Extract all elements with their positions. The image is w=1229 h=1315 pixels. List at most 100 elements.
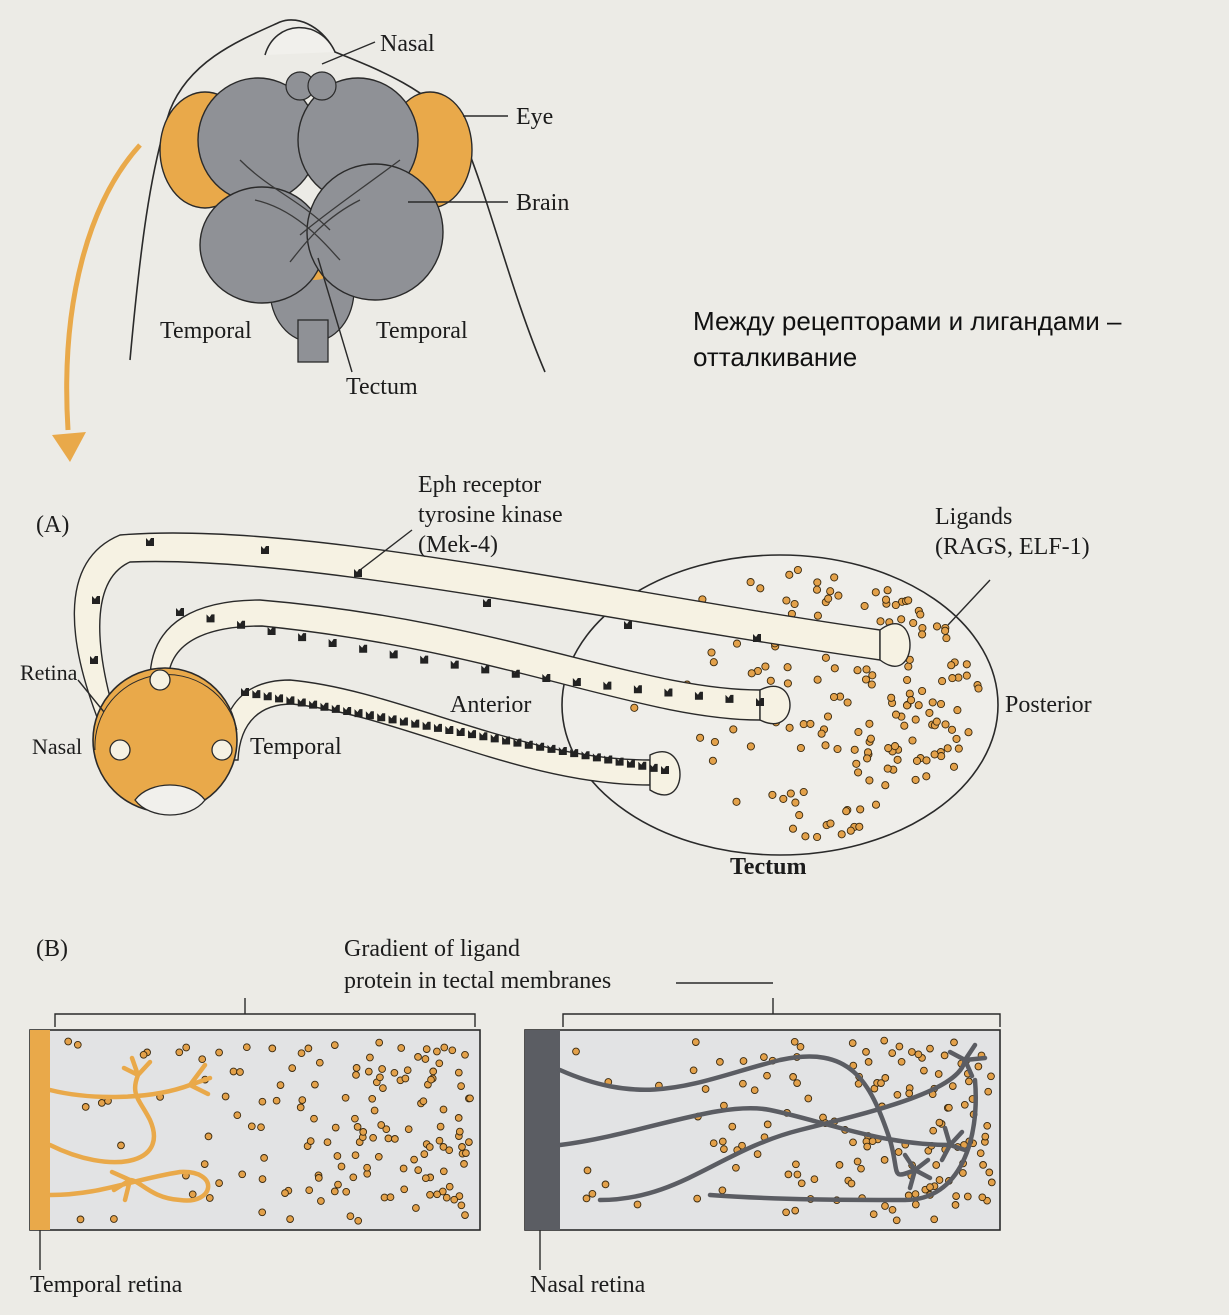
ligand-dot [631,704,638,711]
ligand-dot [905,663,912,670]
ligand-dot [82,1104,89,1111]
label-retina: Retina [20,660,78,685]
ligand-dot [822,654,829,661]
receptor-mark [420,656,428,664]
ligand-dot [783,1209,790,1216]
ligand-dot [843,808,850,815]
ligand-dot [935,1071,942,1078]
ligand-dot [908,697,915,704]
bracket-left [55,998,475,1027]
gradient-label-line-2: protein in tectal membranes [344,968,611,994]
ligand-dot [369,1095,376,1102]
ligand-dot [222,1093,229,1100]
panel-a: (A) Eph receptor tyrosine kinase [20,472,1092,880]
ligand-dot [434,1191,441,1198]
right-optic-lobe [307,164,443,300]
ligand-dot [798,1180,805,1187]
ligand-dot [866,777,873,784]
ligand-dot [353,1072,360,1079]
ligand-dot [740,1080,747,1087]
ligand-dot [865,1059,872,1066]
ligand-dot [863,666,870,673]
ligand-dot [343,1188,350,1195]
ligand-dot [764,1072,771,1079]
ligand-dot [239,1171,246,1178]
label-anterior: Anterior [450,692,531,718]
ligand-dot [889,1206,896,1213]
ligand-dot [864,1143,871,1150]
ligand-dot [692,1039,699,1046]
ligand-dot [825,595,832,602]
ligand-dot [855,728,862,735]
bracket-right [563,998,1000,1027]
ligand-dot [797,744,804,751]
receptor-mark [559,747,567,755]
ligand-dot [335,1181,342,1188]
ligand-dot [404,1067,411,1074]
ligand-dot [258,1124,265,1131]
ligand-dot [863,1049,870,1056]
ligand-dot [793,1161,800,1168]
ligand-dot [307,1138,314,1145]
ligand-dot [794,1080,801,1087]
ligand-dot [789,825,796,832]
ganglion-cell-mid [150,670,170,690]
label-nasal: Nasal [380,31,435,57]
ligand-dot [869,1138,876,1145]
ligand-dot [205,1133,212,1140]
ligand-dot [289,1065,296,1072]
ligand-dot [909,737,916,744]
ligand-dot [834,745,841,752]
ligand-dot [466,1139,473,1146]
temporal-retina-strip [30,1030,50,1230]
label-brain: Brain [516,190,569,216]
ligand-dot [458,1083,465,1090]
ligand-dot [933,623,940,630]
ligand-dot [248,1123,255,1130]
ligand-dot [862,676,869,683]
receptor-label-line-3: (Mek-4) [418,532,498,558]
ligand-dot [927,1045,934,1052]
ligand-dot [380,1085,387,1092]
ligand-dot [400,1165,407,1172]
ligand-dot [831,665,838,672]
ligand-dot [702,1086,709,1093]
ligand-dot [864,755,871,762]
ligand-dot [422,1175,429,1182]
ligand-dot [964,1193,971,1200]
ligand-dot [814,676,821,683]
ligand-dot [786,724,793,731]
ligand-dot [754,1151,761,1158]
ligand-dot [910,619,917,626]
ligand-dot [787,790,794,797]
label-eye: Eye [516,104,553,130]
ligand-dot [602,1181,609,1188]
ligand-dot [786,571,793,578]
ligand-dot [298,1050,305,1057]
ligand-dot [421,1151,428,1158]
receptor-mark [329,639,337,647]
ligand-dot [176,1049,183,1056]
ligand-dot [944,745,951,752]
gradient-label-line-1: Gradient of ligand [344,936,520,962]
ligand-dot [872,589,879,596]
ligand-dot [426,1144,433,1151]
ligand-dot [710,659,717,666]
ligand-dot [206,1195,213,1202]
ligand-dot [919,687,926,694]
ligand-dot [354,1124,361,1131]
ligand-dot [398,1045,405,1052]
ligand-dot [948,662,955,669]
ligand-dot [216,1049,223,1056]
ligand-dot [854,1158,861,1165]
ligand-dot [440,1144,447,1151]
ligand-dot [827,820,834,827]
ligand-dot [140,1051,147,1058]
ligand-dot [855,769,862,776]
ligand-dot [942,721,949,728]
ligand-dot [767,677,774,684]
ligand-dot [427,1191,434,1198]
label-temporal-right: Temporal [376,318,468,344]
ligand-dot [318,1198,325,1205]
